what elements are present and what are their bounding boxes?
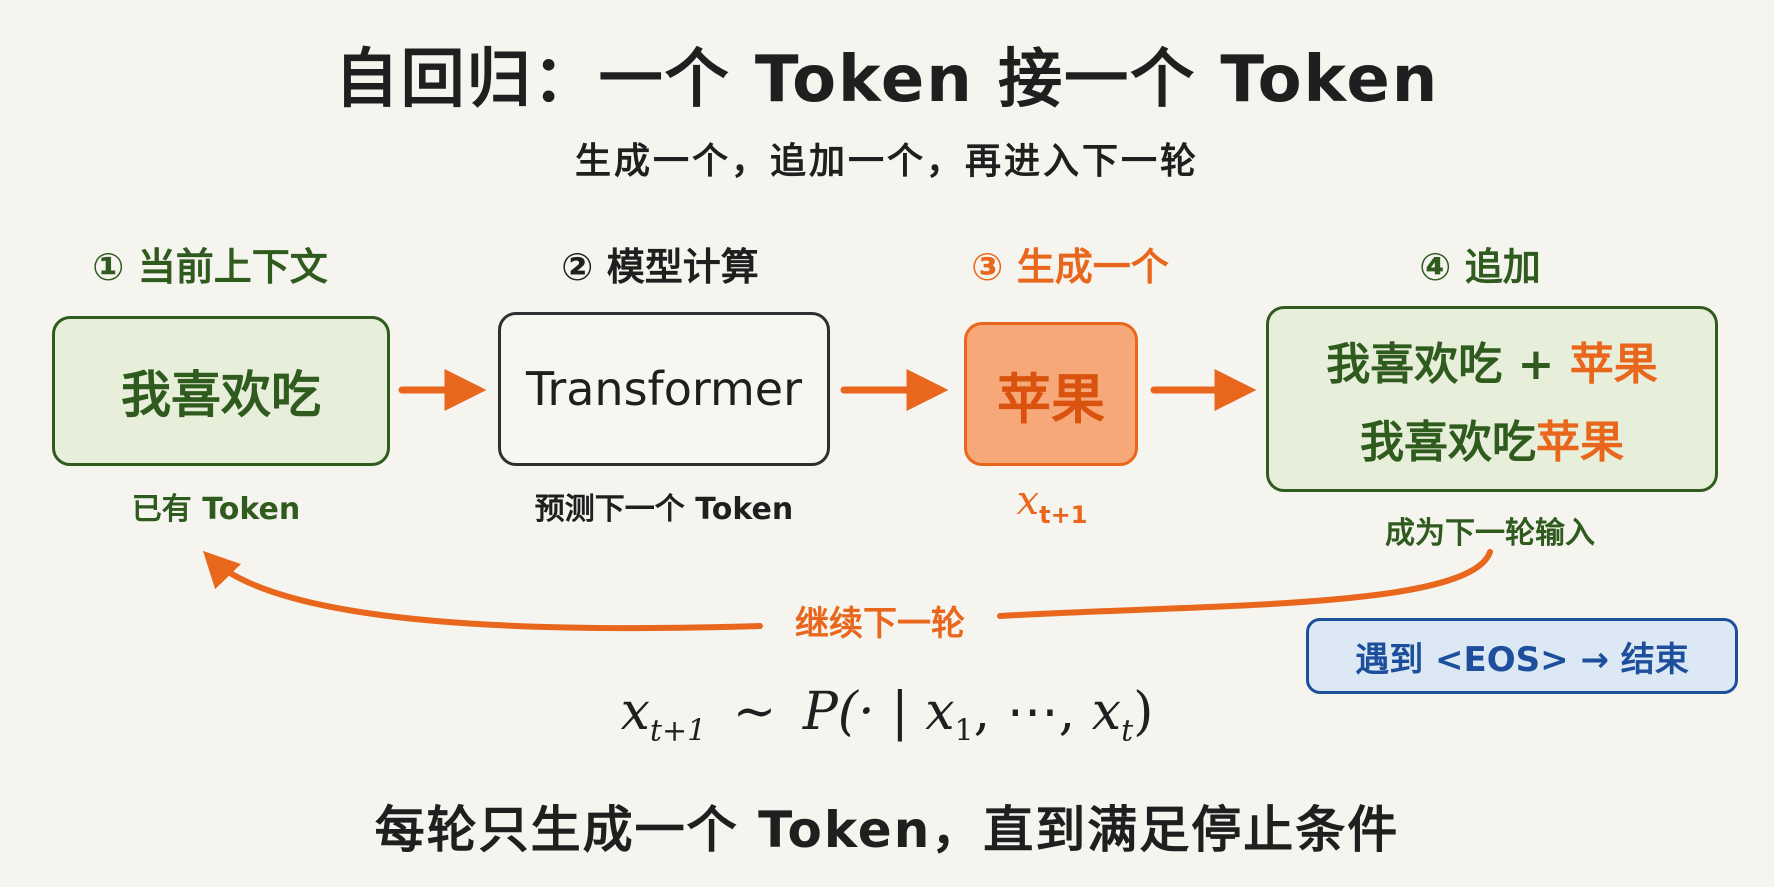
- probability-formula: xt+1 ~ P(· | x1, ⋯, xt): [0, 682, 1774, 748]
- transformer-text: Transformer: [525, 362, 803, 416]
- loop-label: 继续下一轮: [781, 596, 979, 645]
- page-title: 自回归：一个 Token 接一个 Token: [334, 43, 1440, 117]
- appended-line-2-suffix: 苹果: [1536, 417, 1624, 468]
- transformer-box: Transformer: [498, 312, 830, 466]
- context-box: 我喜欢吃: [52, 316, 390, 466]
- formula-p-open: P(· |: [802, 682, 926, 742]
- appended-line-2: 我喜欢吃苹果: [1360, 406, 1624, 470]
- formula-x-next: x: [620, 682, 650, 742]
- generated-token-text: 苹果: [997, 367, 1105, 431]
- caption-x: x: [1016, 478, 1040, 524]
- loop-back-curve-right: [997, 549, 1493, 619]
- formula-sub-next: t+1: [649, 713, 707, 749]
- formula-mid: , ⋯,: [973, 682, 1092, 742]
- appended-line-1-suffix: 苹果: [1569, 339, 1658, 390]
- transformer-caption: 预测下一个 Token: [534, 492, 794, 527]
- context-text: 我喜欢吃: [121, 366, 321, 424]
- step-4-label: ④ 追加: [1419, 245, 1541, 289]
- step-3-label: ③ 生成一个: [971, 245, 1169, 289]
- eos-badge-text: 遇到 <EOS> → 结束: [1355, 639, 1689, 680]
- step-1-label: ① 当前上下文: [92, 245, 328, 289]
- formula-sub-1: 1: [954, 713, 974, 749]
- caption-subscript: t+1: [1039, 501, 1088, 529]
- loop-back-curve-left: [202, 550, 763, 632]
- formula-close: ): [1133, 682, 1154, 742]
- formula-sub-t: t: [1121, 713, 1134, 749]
- generated-token-caption: xt+1: [1017, 478, 1088, 529]
- appended-caption: 成为下一轮输入: [1385, 516, 1595, 551]
- formula-x1: x: [925, 682, 955, 742]
- appended-line-2-prefix: 我喜欢吃: [1360, 417, 1536, 468]
- context-caption: 已有 Token: [131, 492, 301, 527]
- page-subtitle: 生成一个，追加一个，再进入下一轮: [574, 141, 1199, 182]
- generated-token-box: 苹果: [964, 322, 1138, 466]
- footer-note: 每轮只生成一个 Token，直到满足停止条件: [374, 801, 1400, 859]
- appended-context-box: 我喜欢吃 + 苹果 我喜欢吃苹果: [1266, 306, 1718, 492]
- appended-line-1: 我喜欢吃 + 苹果: [1326, 328, 1658, 392]
- eos-badge: 遇到 <EOS> → 结束: [1306, 618, 1738, 694]
- formula-tilde: ~: [732, 682, 777, 742]
- formula-xt: x: [1091, 682, 1122, 742]
- appended-line-1-prefix: 我喜欢吃 +: [1326, 339, 1570, 390]
- step-2-label: ② 模型计算: [561, 245, 759, 289]
